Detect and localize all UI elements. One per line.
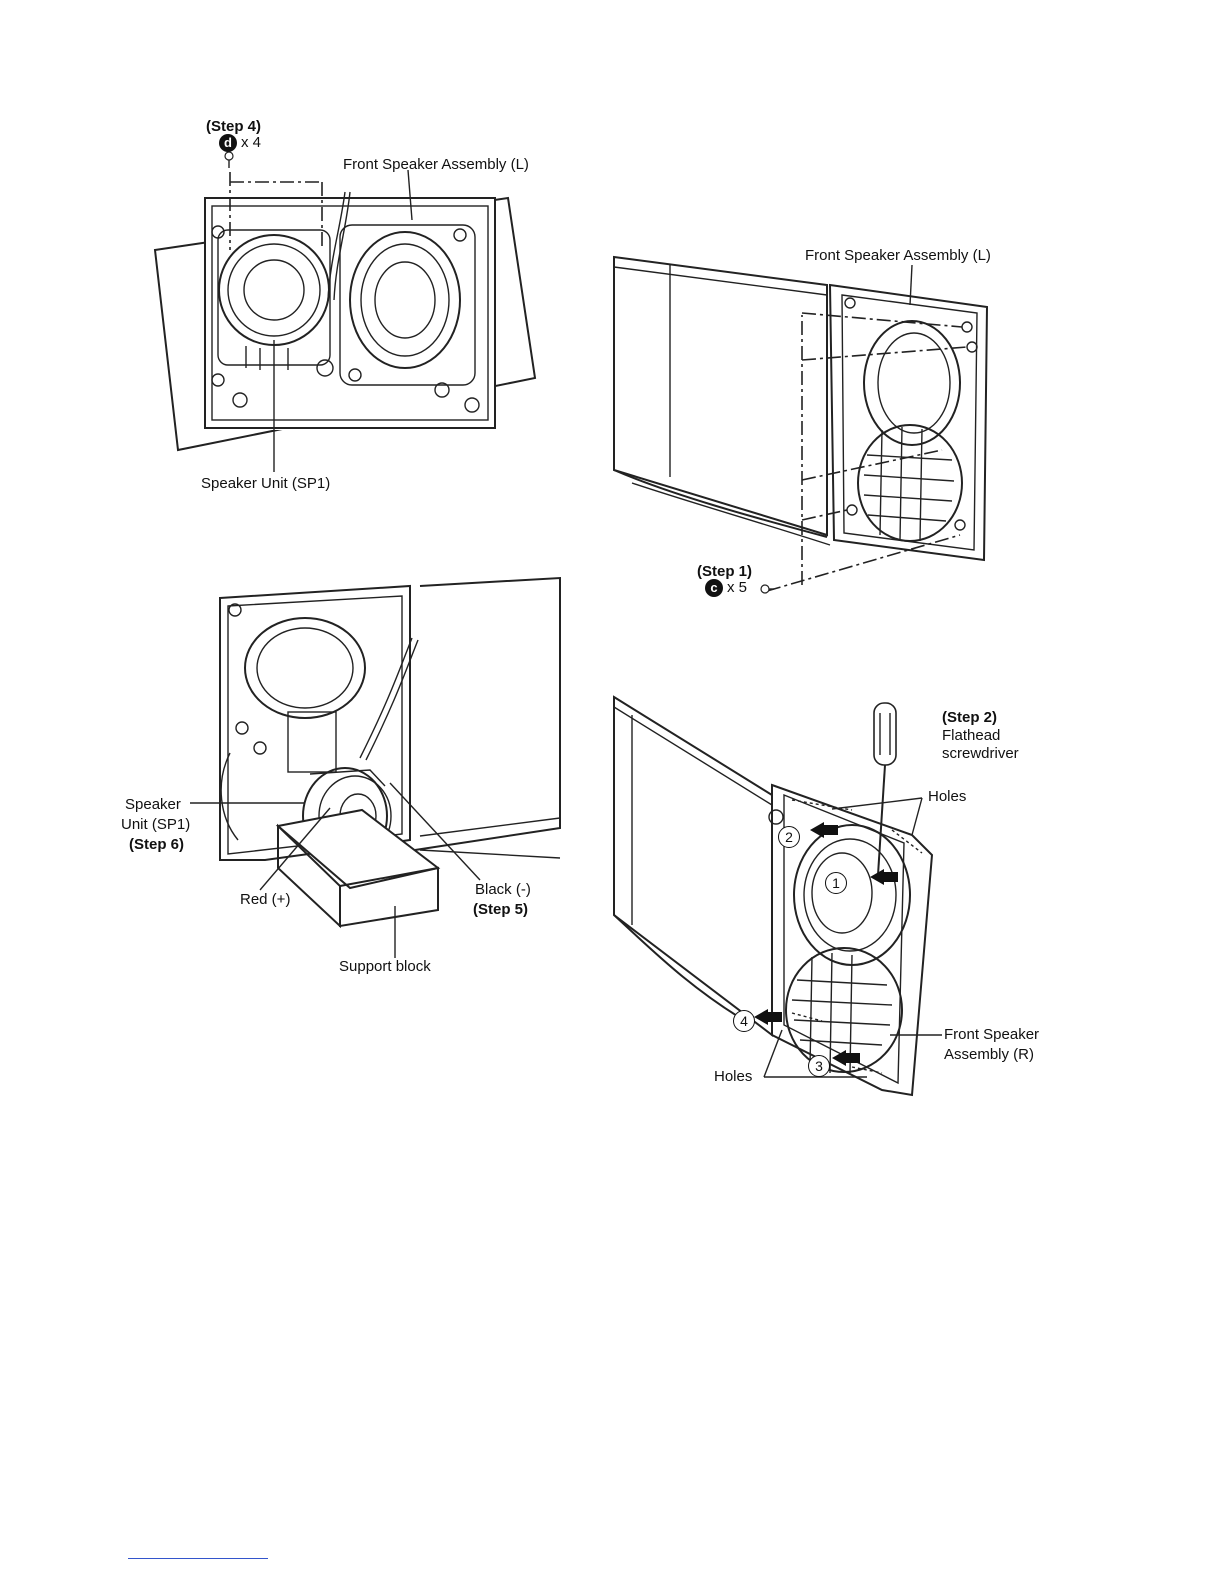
screw-d-icon	[223, 152, 235, 168]
front-speaker-assembly-r-line1: Front Speaker	[944, 1026, 1039, 1044]
black-minus-label: Black (-)	[475, 881, 531, 899]
support-block-label: Support block	[339, 958, 431, 976]
flathead-label: Flathead	[942, 727, 1000, 745]
step2-label: (Step 2)	[942, 709, 997, 727]
step5-label: (Step 5)	[473, 901, 528, 919]
step4-qty-text: x 4	[241, 134, 261, 151]
speaker-unit-sp1-label: Speaker Unit (SP1)	[201, 475, 330, 493]
speaker-assembly-top-view-drawing	[150, 150, 550, 460]
screw-c-icon	[760, 584, 774, 594]
screw-c-badge: c	[705, 579, 723, 597]
front-speaker-assembly-r-line2: Assembly (R)	[944, 1046, 1034, 1064]
marker-1: 1	[825, 872, 847, 894]
step1-qty-text: x 5	[727, 579, 747, 596]
speaker-unit-label-line1: Speaker	[125, 796, 181, 814]
screwdriver-label: screwdriver	[942, 745, 1019, 763]
footer-link-rule	[128, 1558, 268, 1559]
holes-bottom-label: Holes	[714, 1068, 752, 1086]
screw-d-badge: d	[219, 134, 237, 152]
front-speaker-assembly-l-label: Front Speaker Assembly (L)	[343, 156, 529, 174]
step6-label: (Step 6)	[129, 836, 184, 854]
marker-2: 2	[778, 826, 800, 848]
marker-4: 4	[733, 1010, 755, 1032]
red-plus-label: Red (+)	[240, 891, 290, 909]
marker-3: 3	[808, 1055, 830, 1077]
unit-front-perspective-drawing	[612, 255, 997, 600]
front-speaker-assembly-l-label-2: Front Speaker Assembly (L)	[805, 247, 991, 265]
holes-top-label: Holes	[928, 788, 966, 806]
speaker-unit-label-line2: Unit (SP1)	[121, 816, 190, 834]
unit-right-side-perspective-drawing	[612, 695, 942, 1100]
